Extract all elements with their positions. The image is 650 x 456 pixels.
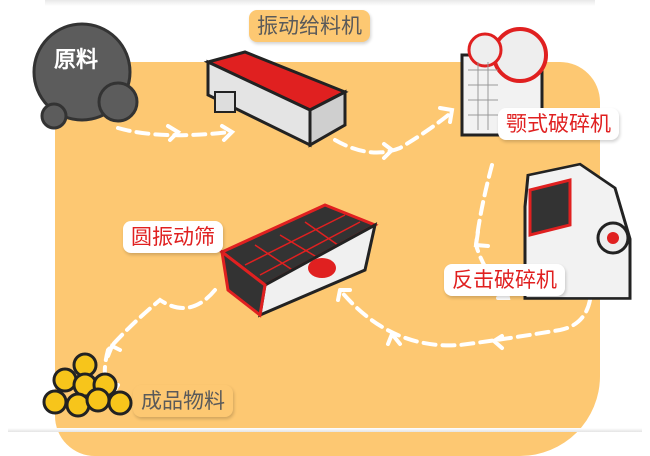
arrow-feeder-to-jaw — [333, 110, 454, 155]
arrow-raw-to-feeder — [116, 126, 232, 138]
finished-product-icon — [42, 352, 133, 418]
vibrating-screen-label: 圆振动筛 — [123, 221, 223, 253]
raw-material-label: 原料 — [54, 48, 99, 73]
impact-crusher-label: 反击破碎机 — [444, 264, 565, 296]
flow-diagram — [32, 22, 632, 418]
bottom-divider — [8, 428, 642, 432]
jaw-crusher-label: 颚式破碎机 — [498, 108, 619, 140]
finished-product-label: 成品物料 — [133, 385, 233, 417]
feeder-label: 振动给料机 — [249, 10, 370, 42]
raw-material-icon — [32, 22, 139, 130]
arrow-impact-to-screen — [338, 288, 592, 348]
vibrating-feeder-image — [203, 50, 349, 148]
top-divider — [45, 0, 595, 6]
arrow-screen-to-product — [102, 288, 217, 397]
vibrating-screen-image — [219, 203, 379, 318]
